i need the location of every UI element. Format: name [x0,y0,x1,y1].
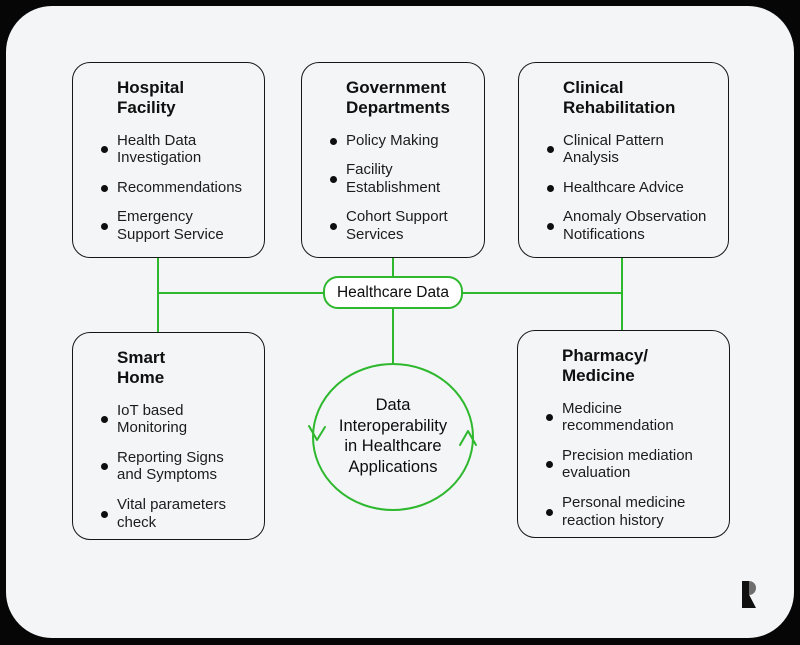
node-government-departments: Government Departments Policy Making Fac… [301,62,485,258]
node-title: Pharmacy/ Medicine [562,346,648,386]
bullet-icon [101,463,108,471]
healthcare-data-hub: Healthcare Data [323,276,463,309]
list-item: Healthcare Advice [547,178,720,197]
node-item-list: Medicine recommendation Precision mediat… [546,399,721,529]
list-item: Health Data Investigation [101,131,256,167]
list-item-label: Policy Making [346,131,439,149]
bullet-icon [101,184,108,192]
diagram-center-title: Data Interoperability in Healthcare Appl… [338,396,448,476]
list-item-label: Healthcare Advice [563,178,684,196]
bullet-icon [330,175,337,183]
bullet-icon [547,146,554,154]
bullet-icon [330,137,337,145]
node-title: Government Departments [346,78,450,118]
list-item: Precision mediation evaluation [546,446,721,482]
list-item-label: Precision mediation evaluation [562,446,693,482]
bullet-icon [101,222,108,230]
bullet-icon [101,510,108,518]
node-item-list: IoT based Monitoring Reporting Signs and… [101,401,256,531]
list-item: Personal medicine reaction history [546,493,721,529]
list-item-label: Recommendations [117,178,243,196]
list-item-label: Facility Establishment [346,161,441,196]
flow-arrow-down-icon [308,425,326,441]
node-item-list: Policy Making Facility Establishment Coh… [330,131,476,244]
node-hospital-facility: Hospital Facility Health Data Investigat… [72,62,265,258]
bullet-icon [546,508,553,516]
list-item: Medicine recommendation [546,399,721,435]
list-item-label: Anomaly Observation Notifications [563,208,707,243]
hub-label: Healthcare Data [336,283,449,301]
list-item: IoT based Monitoring [101,401,256,437]
brand-logo-r-icon [742,581,756,608]
list-item-label: Emergency Support Service [117,208,224,243]
list-item: Cohort Support Services [330,208,476,243]
list-item-label: Reporting Signs and Symptoms [117,448,224,484]
node-item-list: Health Data Investigation Recommendation… [101,131,256,244]
list-item: Clinical Pattern Analysis [547,131,720,167]
bullet-icon [547,184,554,192]
bullet-icon [101,416,108,424]
list-item-label: Clinical Pattern Analysis [563,131,664,167]
node-item-list: Clinical Pattern Analysis Healthcare Adv… [547,131,720,244]
list-item: Emergency Support Service [101,208,256,243]
bullet-icon [547,222,554,230]
list-item: Vital parameters check [101,495,256,531]
node-title: Hospital Facility [117,78,185,118]
list-item: Facility Establishment [330,161,476,196]
flow-circle [312,363,474,511]
node-smart-home: Smart Home IoT based Monitoring Reportin… [72,332,265,540]
bullet-icon [101,146,108,154]
node-title: Smart Home [117,348,166,388]
list-item: Policy Making [330,131,476,150]
list-item: Reporting Signs and Symptoms [101,448,256,484]
list-item-label: Medicine recommendation [562,399,674,435]
node-clinical-rehabilitation: Clinical Rehabilitation Clinical Pattern… [518,62,729,258]
list-item-label: Health Data Investigation [117,131,202,167]
list-item-label: Personal medicine reaction history [562,493,686,529]
list-item-label: IoT based Monitoring [117,401,188,437]
bullet-icon [546,414,553,422]
list-item-label: Vital parameters check [117,495,226,531]
node-title: Clinical Rehabilitation [563,78,676,118]
list-item-label: Cohort Support Services [346,208,448,243]
list-item: Recommendations [101,178,256,197]
list-item: Anomaly Observation Notifications [547,208,720,243]
bullet-icon [330,222,337,230]
flow-arrow-up-icon [459,430,477,446]
node-pharmacy-medicine: Pharmacy/ Medicine Medicine recommendati… [517,330,730,538]
bullet-icon [546,461,553,469]
